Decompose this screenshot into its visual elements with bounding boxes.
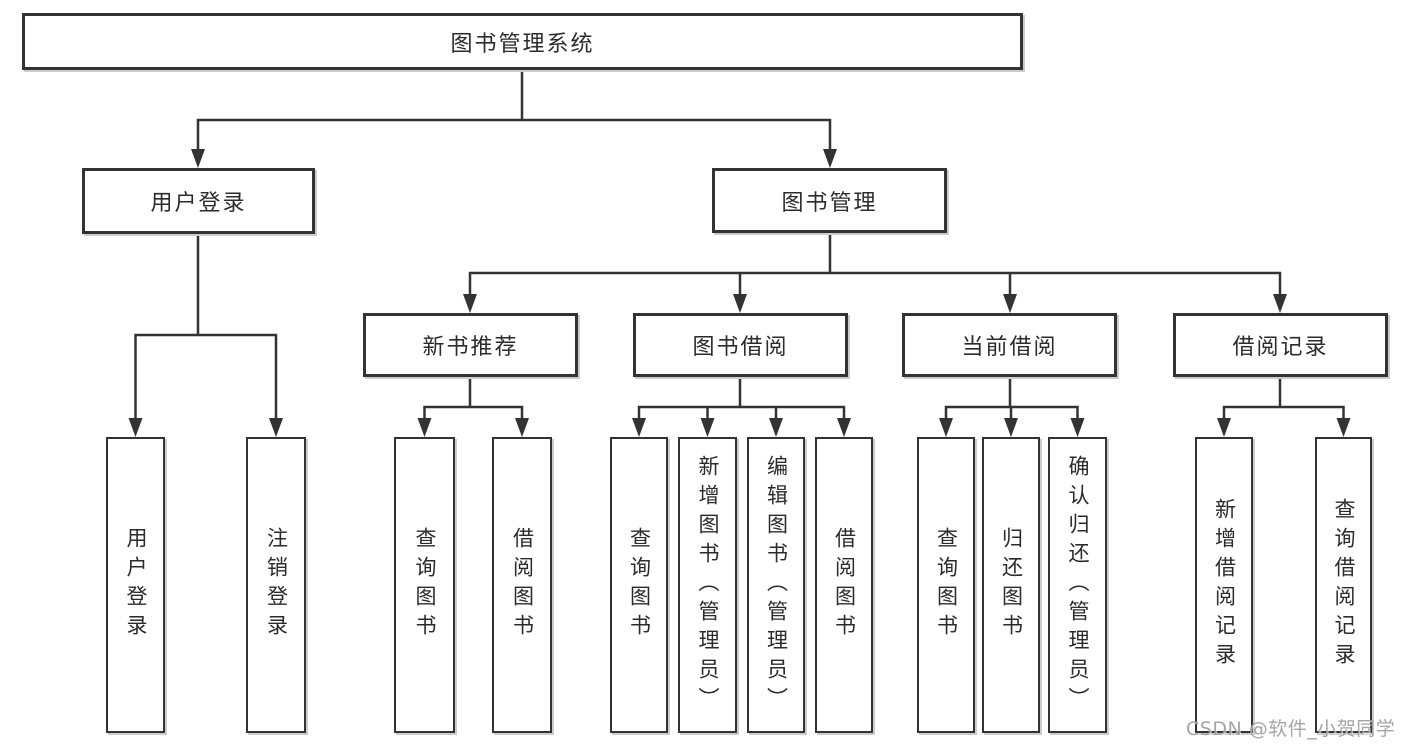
connector-newbookrec-to-children [423,377,524,420]
node-logout-action: 注销登录 [246,437,306,733]
node-current-borrow: 当前借阅 [902,313,1117,377]
connector-bookborrow-to-children [637,377,846,420]
node-return-book: 归还图书 [982,437,1040,733]
node-query-borrow-record: 查询借阅记录 [1315,437,1372,733]
node-book-management: 图书管理 [712,168,947,233]
node-query-book-recommend: 查询图书 [394,437,455,733]
csdn-watermark: CSDN @软件_小贺同学 [1186,718,1396,740]
node-label: 用户登录 [150,191,247,216]
node-query-book-borrow: 查询图书 [610,437,668,733]
node-label: 查询借阅记录 [1332,498,1356,672]
node-label: 查询图书 [627,527,652,643]
connector-bookmgmt-to-level3 [468,234,1282,296]
node-label: 借阅图书 [510,527,535,643]
node-label: 新增图书（管理员） [696,454,720,716]
node-label: 归还图书 [999,527,1024,643]
node-label: 图书管理系统 [450,31,595,57]
node-borrow-book: 借阅图书 [815,437,873,733]
node-user-login: 用户登录 [82,168,315,234]
node-borrow-book-recommend: 借阅图书 [492,437,552,733]
connector-currentborrow-to-children [944,377,1079,420]
node-label: 确认归还（管理员） [1066,454,1090,716]
node-label: 借阅记录 [1232,335,1329,360]
node-label: 注销登录 [264,527,289,643]
node-root: 图书管理系统 [22,13,1023,70]
node-label: 借阅图书 [832,527,857,643]
node-add-book-admin: 新增图书（管理员） [678,437,737,733]
node-label: 当前借阅 [961,335,1058,360]
node-confirm-return-admin: 确认归还（管理员） [1048,437,1107,733]
node-label: 图书借阅 [692,335,789,360]
node-new-book-recommend: 新书推荐 [363,313,578,377]
node-label: 新增借阅记录 [1212,498,1237,672]
node-add-borrow-record: 新增借阅记录 [1195,437,1253,733]
node-label: 图书管理 [781,190,878,216]
connector-root-to-level2 [196,69,832,150]
node-book-borrow: 图书借阅 [633,313,848,377]
node-label: 查询图书 [934,527,959,643]
node-label: 新书推荐 [422,335,519,360]
arrowheads [128,149,1351,437]
node-label: 用户登录 [124,527,148,643]
node-edit-book-admin: 编辑图书（管理员） [747,437,805,733]
node-query-book-current: 查询图书 [917,437,975,733]
connector-borrowrecords-to-children [1222,377,1345,420]
connector-userlogin-to-children [134,234,278,420]
node-label: 编辑图书（管理员） [764,454,789,716]
node-borrow-records: 借阅记录 [1173,313,1388,377]
node-label: 查询图书 [413,527,437,643]
node-user-login-action: 用户登录 [106,437,165,733]
